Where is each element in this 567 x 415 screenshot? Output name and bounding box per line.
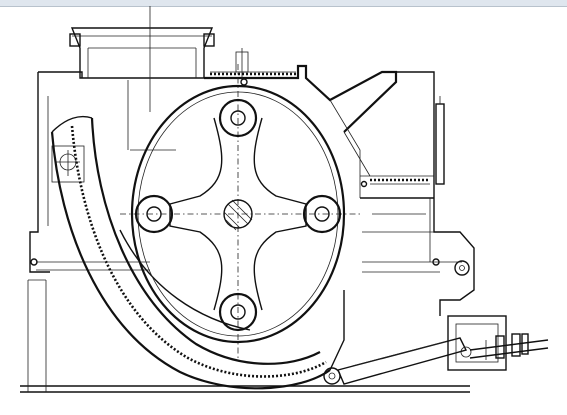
housing	[29, 48, 475, 316]
feed-hopper	[69, 6, 215, 112]
hammer-left	[134, 194, 174, 234]
grate-chute	[50, 115, 345, 390]
base-frame	[20, 279, 470, 393]
hammer-bottom	[218, 292, 258, 332]
rotor-assembly	[120, 64, 360, 360]
adjusting-rod	[323, 260, 549, 385]
hammer-top	[218, 98, 258, 138]
wall-hatching	[210, 72, 430, 182]
bolts	[30, 78, 440, 266]
window-top-strip	[0, 0, 567, 7]
hammer-right	[302, 194, 342, 234]
